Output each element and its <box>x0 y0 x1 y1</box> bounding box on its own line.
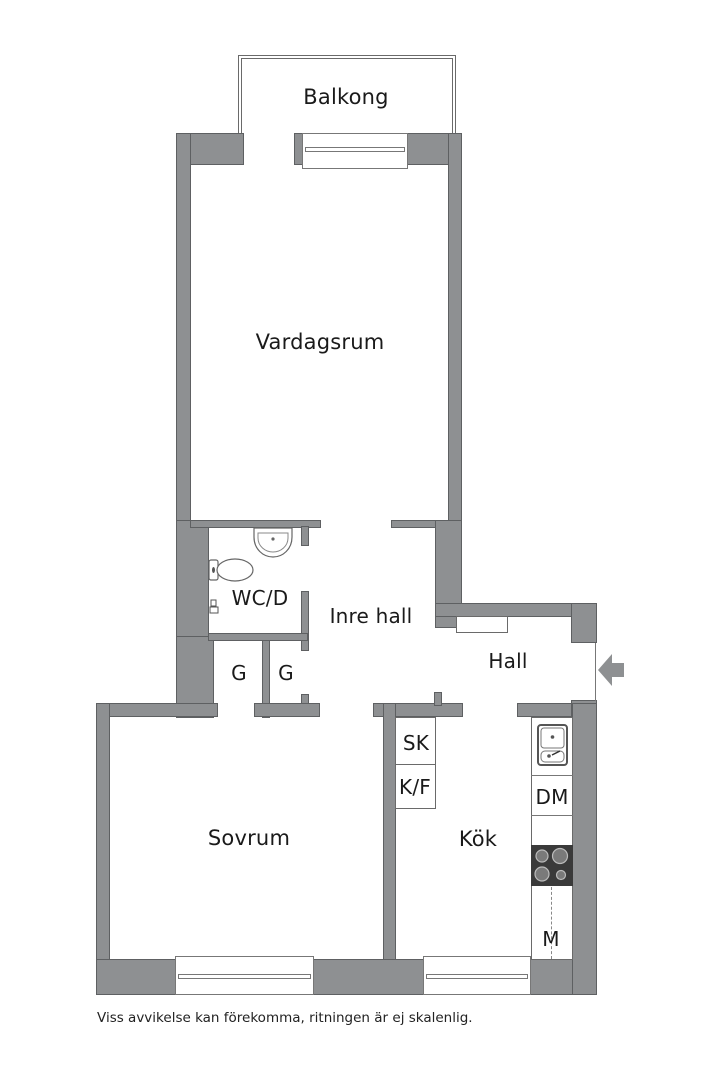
bedroom-window <box>175 956 314 995</box>
fixture-label-sk: SK <box>402 731 430 755</box>
wall-left-living <box>176 133 191 533</box>
room-label-wc: WC/D <box>231 586 289 610</box>
kitchen-window <box>423 956 531 995</box>
wall-wc-right <box>301 591 309 651</box>
microwave-dashed-line <box>551 887 552 959</box>
fixture-label-m: M <box>542 927 560 951</box>
room-label-g1: G <box>231 661 247 685</box>
wall-bottom-mid <box>313 959 424 995</box>
wall-bedroom-left <box>96 703 110 995</box>
room-label-kok: Kök <box>458 827 498 851</box>
room-label-vardagsrum: Vardagsrum <box>255 330 385 354</box>
wall-wc-door-stub <box>301 526 309 546</box>
fixture-label-kf: K/F <box>399 775 431 799</box>
room-label-sovrum: Sovrum <box>207 826 291 850</box>
sink-icon <box>253 527 293 558</box>
wall-bedroom-top-mid <box>254 703 320 717</box>
fixture-kf <box>395 764 436 809</box>
stove-icon <box>531 845 573 886</box>
counter-divider-1 <box>531 775 573 776</box>
balcony-window <box>302 133 408 169</box>
wall-g-divider <box>262 640 270 718</box>
fixture-sk <box>395 717 436 765</box>
faucet-icon <box>209 599 219 614</box>
fixture-label-dm: DM <box>535 785 569 809</box>
room-label-inre-hall: Inre hall <box>329 604 413 628</box>
entrance-door-line <box>595 643 596 701</box>
counter-divider-2 <box>531 815 573 816</box>
wall-kitchen-right <box>572 703 597 995</box>
hall-shelf <box>456 616 508 633</box>
wall-bottom-left <box>96 959 176 995</box>
entrance-arrow-icon <box>598 654 624 686</box>
wall-bedroom-top-left <box>96 703 218 717</box>
balcony-railing-inner <box>241 58 453 135</box>
wall-hall-right-top <box>571 603 597 643</box>
room-label-balkong: Balkong <box>303 85 389 109</box>
wall-wc-bottom <box>208 633 308 641</box>
kitchen-sink-icon <box>537 724 568 766</box>
room-label-hall: Hall <box>488 649 528 673</box>
room-label-g2: G <box>278 661 294 685</box>
balcony-railing <box>238 55 456 135</box>
wall-kitchen-door-stub <box>434 692 442 706</box>
toilet-icon <box>209 558 254 582</box>
disclaimer-note: Viss avvikelse kan förekomma, ritningen … <box>97 1010 473 1026</box>
